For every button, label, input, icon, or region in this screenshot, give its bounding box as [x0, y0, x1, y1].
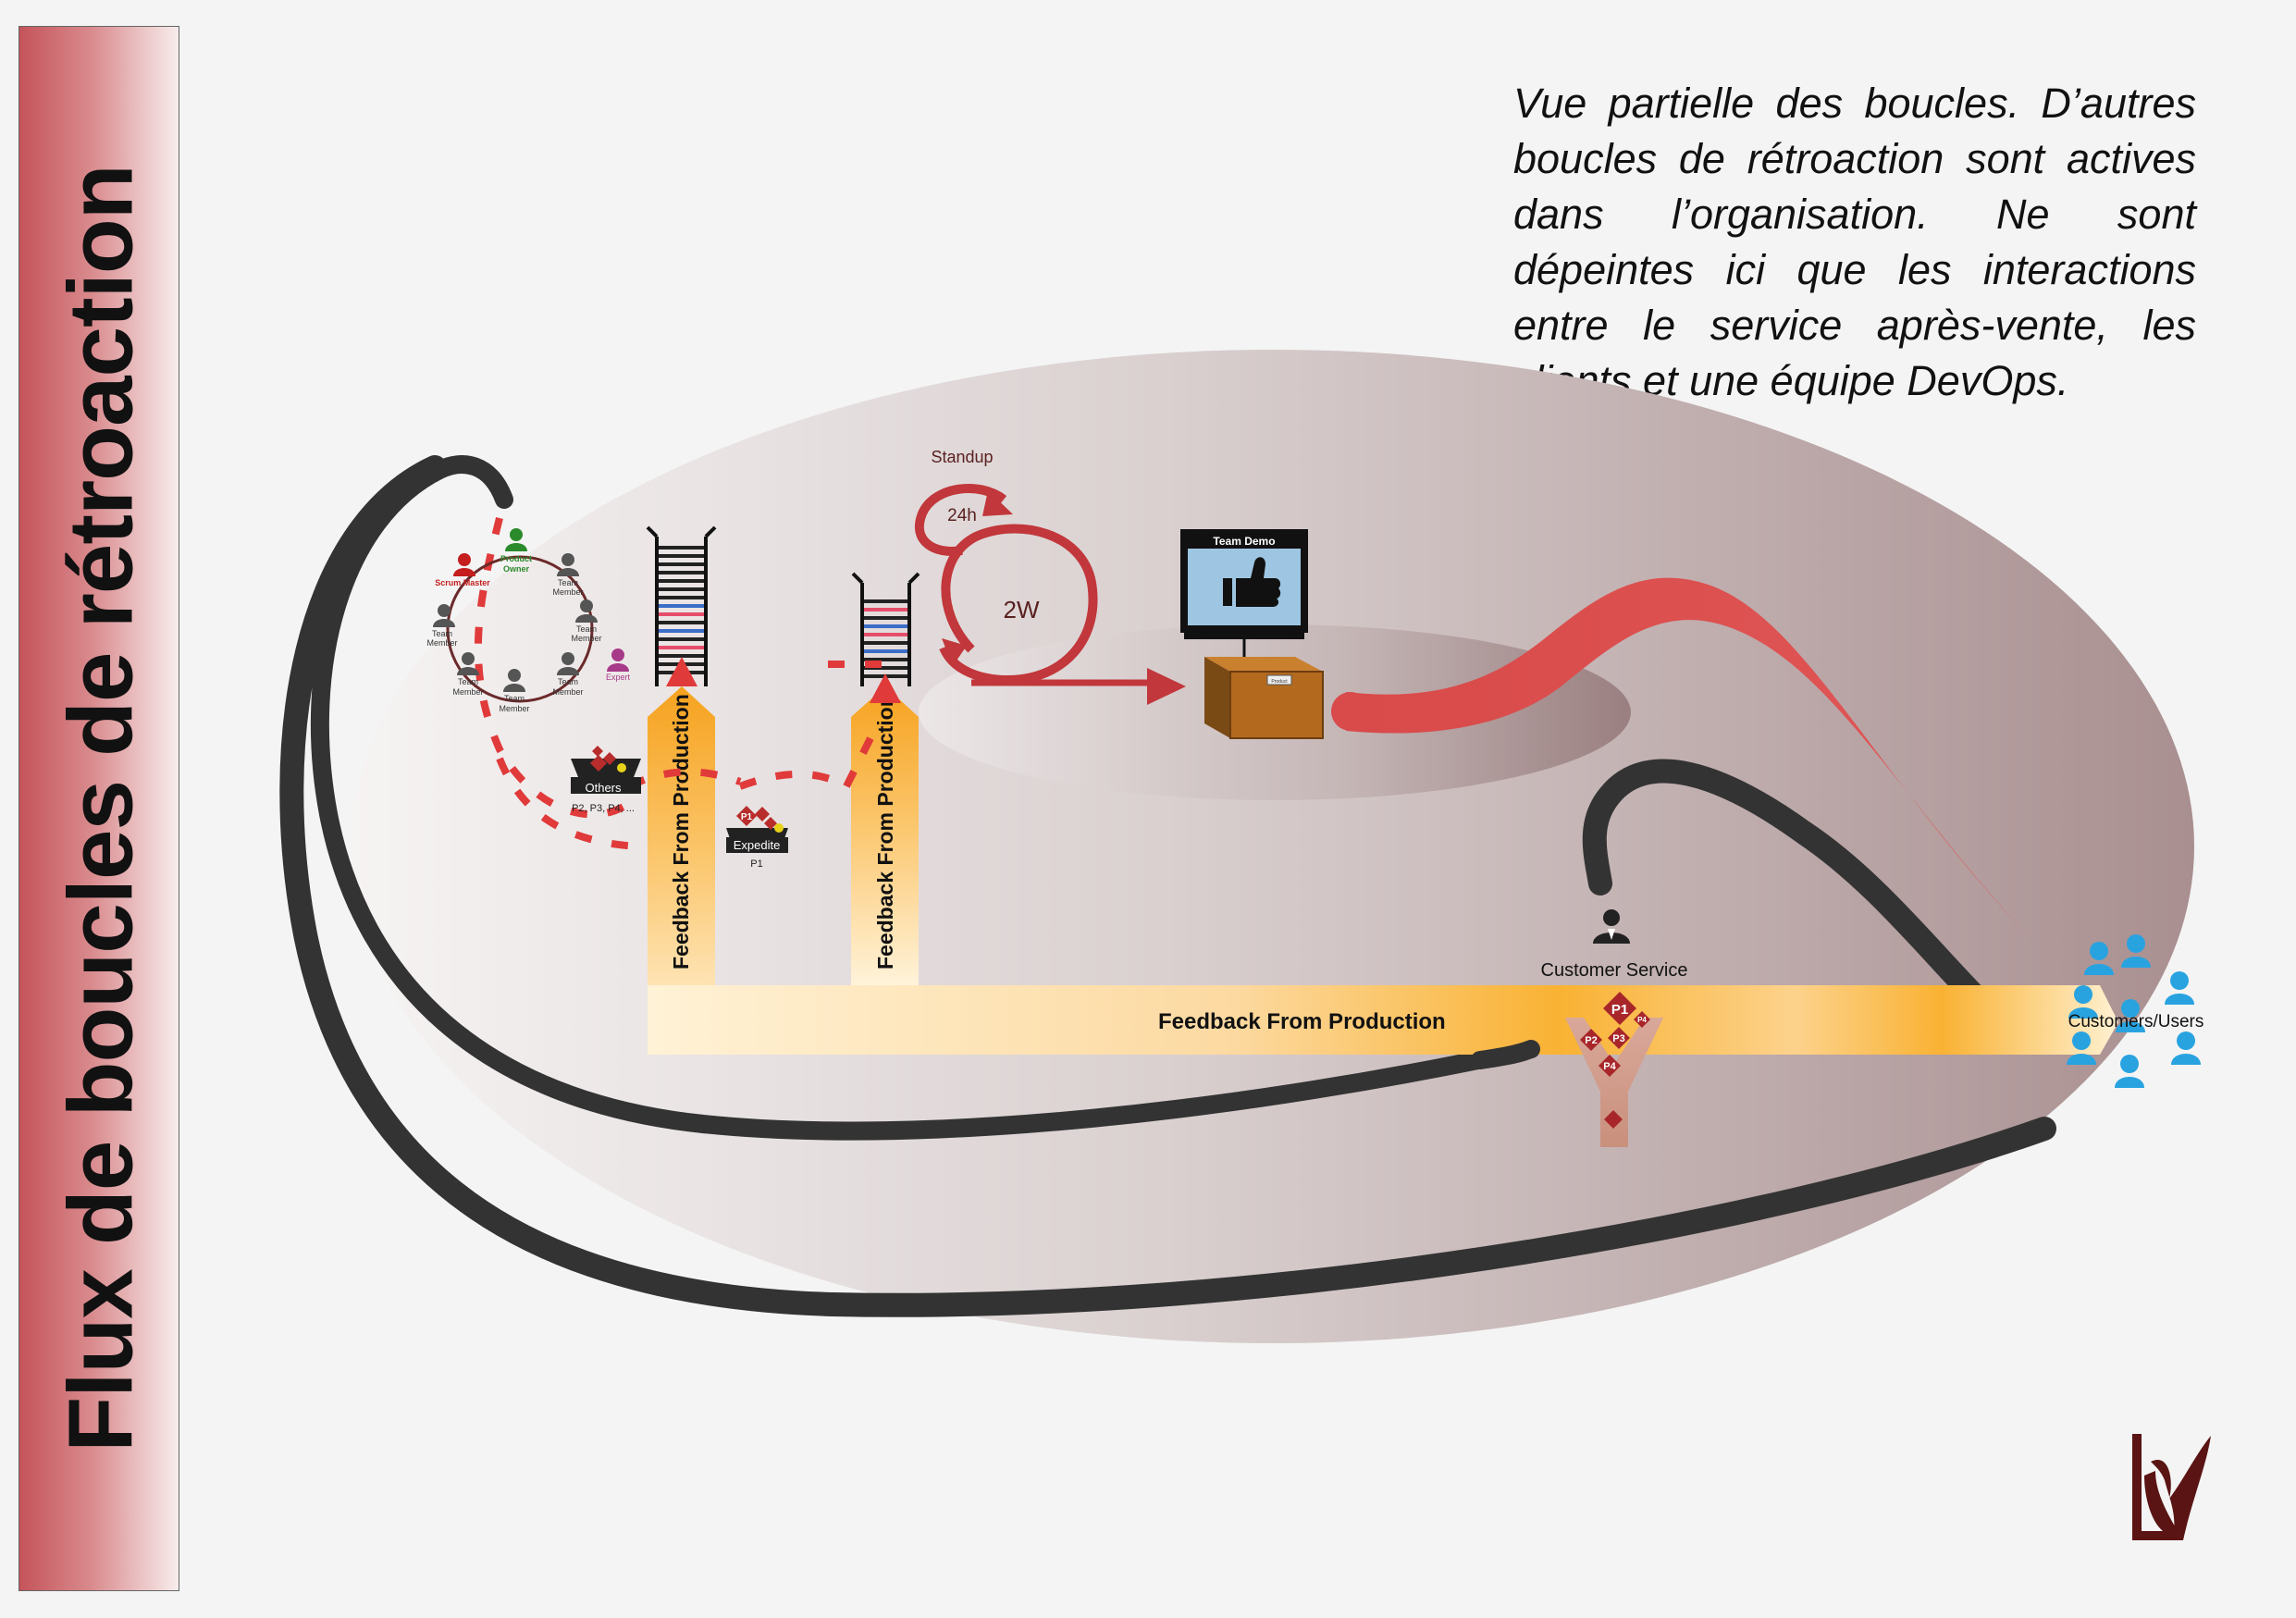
team-member-label: Member [552, 587, 583, 597]
others-items: P2, P3, P4, ... [572, 803, 635, 814]
team-member-icon [457, 652, 479, 675]
thumbs-up-icon [1223, 557, 1281, 607]
scrum-team: Scrum Master Product Owner Team Member T… [426, 528, 631, 713]
explanatory-note: Vue partielle des boucles. D’autres bouc… [1513, 80, 2196, 404]
standup-label: Standup [931, 448, 993, 466]
priority-diamonds: P1 P2 P3 P4 P4 [1580, 992, 1650, 1077]
customer-return-curve [1582, 759, 2018, 1037]
sprint-backlog [851, 572, 920, 703]
product-backlog [646, 525, 717, 686]
team-member-label: Team [432, 629, 452, 638]
product-owner-label-1: Product [500, 554, 532, 563]
service-funnel [1565, 1018, 1663, 1147]
team-member-label: Member [571, 634, 601, 643]
logo-mark [2132, 1434, 2211, 1540]
team-member-label: Member [552, 687, 583, 697]
sprint-cycle: Standup 24h 2W [914, 448, 1186, 705]
daily-label: 24h [947, 506, 977, 525]
agent-icon [1593, 909, 1630, 944]
team-member-label: Member [426, 638, 457, 648]
priority-p2: P2 [1585, 1035, 1597, 1046]
team-member-label: Member [499, 704, 529, 713]
scrum-master-icon [453, 553, 475, 576]
expert-icon [607, 648, 629, 672]
priority-p4-queued: P4 [1603, 1061, 1616, 1072]
customer-icon [2067, 1031, 2096, 1065]
team-member-icon [575, 599, 598, 623]
side-panel [19, 26, 179, 1591]
team-member-icon [433, 604, 455, 627]
team-member-icon [557, 553, 579, 576]
priority-p1: P1 [1611, 1002, 1628, 1018]
customer-service: Customer Service P1 P2 P3 P4 P4 [1541, 909, 1688, 1147]
expedite-label: Expedite [734, 838, 781, 852]
feedback-label-vertical-2: Feedback From Production [873, 694, 897, 970]
others-label: Others [585, 781, 622, 795]
team-member-icon [503, 669, 525, 692]
customer-icon [2121, 934, 2151, 968]
middle-loop-curve [310, 455, 1540, 1141]
customers-group: Customers/Users [2067, 934, 2203, 1088]
team-member-label: Team [558, 677, 578, 686]
customer-icon [2171, 1031, 2201, 1065]
product-owner-icon [505, 528, 527, 551]
outer-loop-curve [279, 455, 2056, 1317]
others-queue: Others P2, P3, P4, ... [571, 746, 641, 814]
delivery-flow-tail [1346, 577, 2054, 962]
expert-label: Expert [606, 673, 631, 682]
pull-flow-dashes [474, 517, 893, 850]
priority-p3: P3 [1612, 1033, 1624, 1044]
customer-icon [2068, 985, 2098, 1019]
loop-tail-curve [434, 459, 506, 500]
team-demo: Team Demo Product [1180, 529, 1324, 739]
feedback-flow-vertical-1 [648, 686, 715, 1055]
customer-icon [2084, 942, 2114, 975]
customer-icon [2115, 1055, 2144, 1088]
customer-icon [2116, 999, 2145, 1032]
delivery-flow-head [1331, 692, 1370, 731]
feedback-flow-vertical-2 [851, 686, 919, 985]
customers-label: Customers/Users [2068, 1012, 2204, 1031]
feedback-flow-horizontal [648, 985, 2118, 1055]
demo-screen-title: Team Demo [1213, 535, 1275, 548]
scrum-master-label: Scrum Master [435, 578, 490, 587]
feedback-label-vertical-1: Feedback From Production [669, 694, 693, 970]
expedite-p1-tag: P1 [741, 812, 753, 822]
team-member-label: Team [558, 578, 578, 587]
priority-p4: P4 [1637, 1016, 1647, 1024]
expedite-queue: P1 Expedite P1 [726, 806, 788, 870]
team-member-label: Team [504, 694, 525, 703]
service-label: Customer Service [1541, 960, 1688, 981]
product-owner-label-2: Owner [503, 564, 530, 574]
team-member-label: Team [458, 677, 478, 686]
expedite-item: P1 [750, 858, 762, 870]
team-member-label: Team [576, 624, 597, 634]
box-label: Product [1271, 679, 1288, 685]
team-member-icon [557, 652, 579, 675]
feedback-label-horizontal: Feedback From Production [1158, 1009, 1446, 1034]
iteration-label: 2W [1004, 596, 1040, 624]
service-hook-curve [1599, 795, 1611, 889]
customer-icon [2165, 971, 2194, 1005]
lower-loop-end [1471, 1040, 1540, 1069]
team-member-label: Member [452, 687, 483, 697]
